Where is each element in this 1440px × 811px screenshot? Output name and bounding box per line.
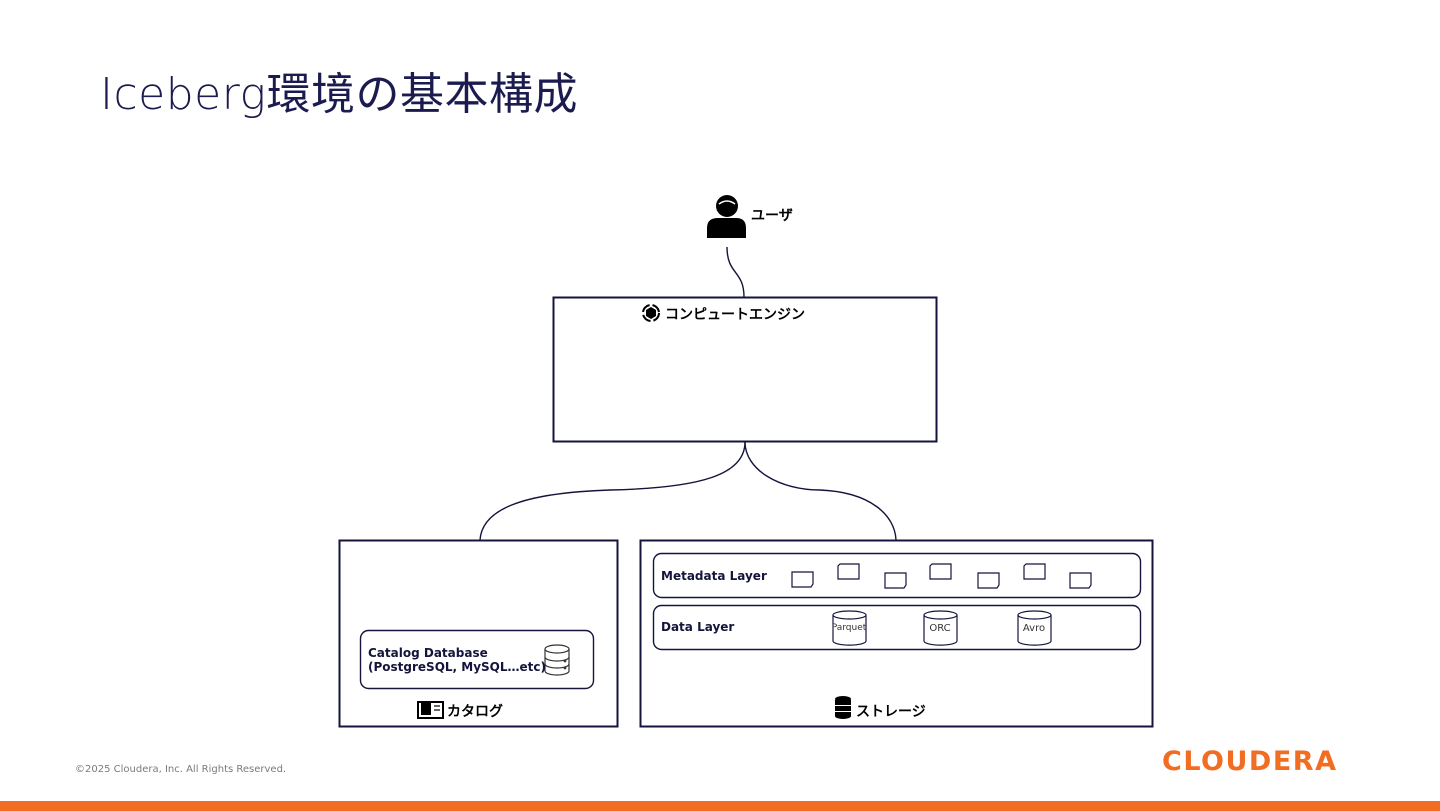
storage-database-icon [835, 696, 851, 719]
avro-label: Avro [1022, 623, 1046, 634]
catalog-label: カタログ [447, 704, 503, 720]
compute-to-catalog-connector [479, 441, 746, 541]
user-label: ユーザ [751, 208, 793, 224]
user-icon [707, 195, 746, 238]
file-icon [791, 563, 1092, 589]
parquet-cylinder [832, 610, 867, 646]
avro-cylinder [1017, 610, 1052, 646]
parquet-label: Parquet [831, 623, 867, 633]
copyright-text: ©2025 Cloudera, Inc. All Rights Reserved… [75, 764, 287, 775]
user-to-compute-connector [726, 246, 745, 298]
database-server-icon [544, 644, 570, 676]
metadata-layer-label: Metadata Layer [661, 569, 767, 583]
catalog-db-title: Catalog Database [368, 646, 488, 660]
compute-engine-label: コンピュートエンジン [665, 307, 805, 323]
compute-engine-box [552, 296, 938, 443]
cloudera-logo: CLOUDERA [1162, 746, 1338, 777]
data-layer-label: Data Layer [661, 620, 735, 634]
compute-engine-icon [642, 304, 660, 322]
orc-cylinder [923, 610, 958, 646]
compute-to-storage-connector [744, 441, 897, 541]
catalog-book-icon [417, 701, 444, 719]
orc-label: ORC [929, 623, 951, 634]
bottom-brand-bar [0, 801, 1440, 811]
catalog-database-box [359, 629, 595, 690]
storage-label: ストレージ [856, 704, 926, 720]
catalog-db-subtitle: (PostgreSQL, MySQL…etc) [368, 660, 547, 674]
page-title: Iceberg環境の基本構成 [100, 69, 578, 120]
